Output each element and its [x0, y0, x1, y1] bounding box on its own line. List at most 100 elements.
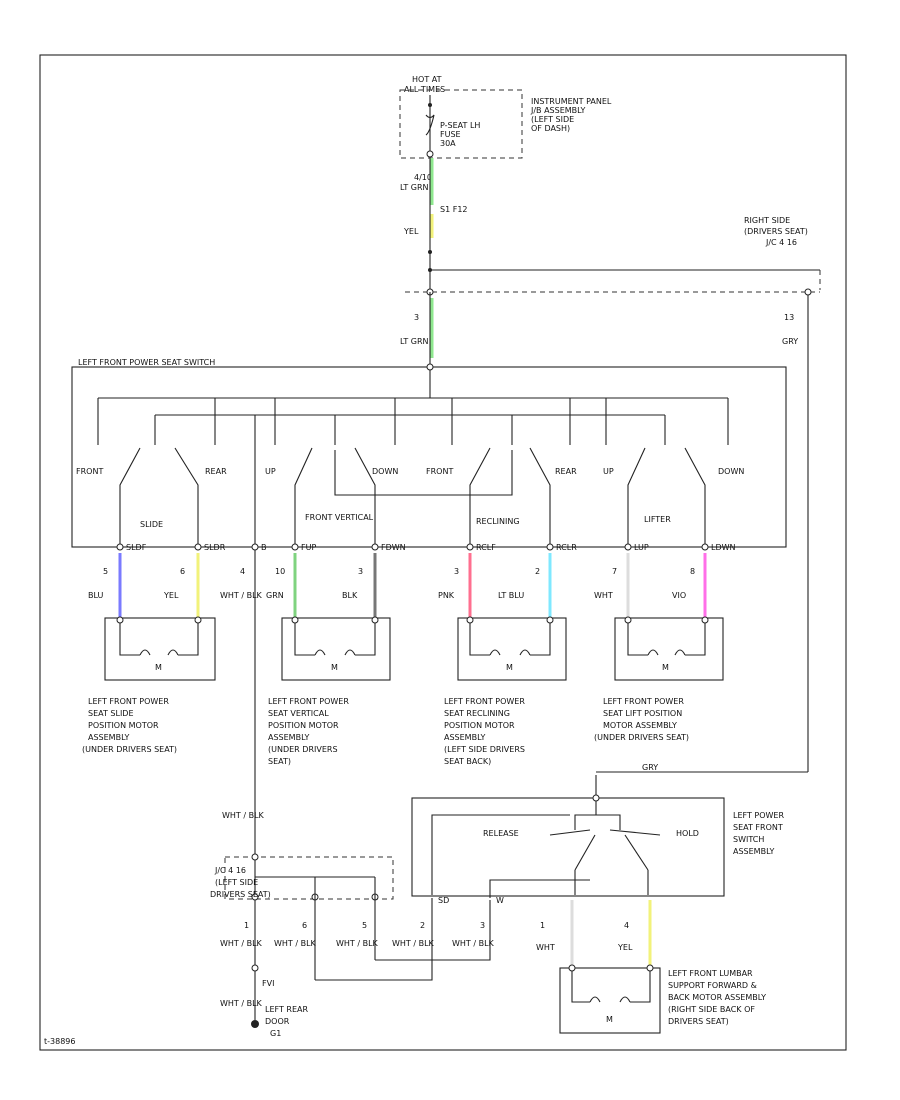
lumbar-label-line: DRIVERS SEAT)	[668, 1017, 729, 1026]
switch-label-rear-2: REAR	[555, 467, 577, 476]
motor-box	[104, 617, 216, 681]
lower-wire: WHT	[536, 943, 555, 952]
motor-m: M	[606, 1015, 613, 1024]
motor-leads	[571, 971, 651, 1003]
lumbar-motor-box	[559, 967, 661, 1034]
jc-terminal	[251, 893, 259, 901]
group-label-reclining: RECLINING	[476, 517, 520, 526]
terminal-label: LUP	[634, 543, 649, 552]
motor-label-line: POSITION MOTOR	[268, 721, 339, 730]
output-lifter-up: LUP 7 WHT	[594, 543, 649, 618]
switch-box	[71, 366, 787, 548]
ground-label-1: LEFT REAR	[265, 1005, 308, 1014]
motor-leads	[469, 623, 551, 656]
wire-label: PNK	[438, 591, 455, 600]
jc-label-1: J/C 4 16	[214, 866, 246, 875]
lumbar-switch-label-2: SEAT FRONT	[733, 823, 783, 832]
ground-label-3: G1	[270, 1029, 281, 1038]
terminal-label: RCLF	[476, 543, 496, 552]
motor-brushes	[314, 649, 356, 656]
motor-label-line: SEAT RECLINING	[444, 709, 510, 718]
lumbar-label-line: SUPPORT FORWARD &	[668, 981, 757, 990]
rightside-label-2: (DRIVERS SEAT)	[744, 227, 808, 236]
lumbar-arms	[574, 834, 649, 895]
group-label-lifter: LIFTER	[644, 515, 671, 524]
lumbar-switch-label-4: ASSEMBLY	[733, 847, 774, 856]
jc-terminal	[251, 853, 259, 861]
motor-terminal	[291, 616, 299, 624]
wht-blk-ground-label: WHT / BLK	[220, 999, 263, 1008]
ip-label-2: J/B ASSEMBLY	[530, 106, 586, 115]
lower-wire: WHT / BLK	[220, 939, 263, 948]
motor-label-line: ASSEMBLY	[268, 733, 309, 742]
terminal	[291, 543, 299, 551]
terminal-w: W	[496, 896, 504, 905]
vertical-switch-arms	[294, 447, 376, 545]
pin-number: 4	[240, 567, 245, 576]
hold-label: HOLD	[676, 829, 699, 838]
motor-m: M	[155, 663, 162, 672]
motor-label-line: POSITION MOTOR	[88, 721, 159, 730]
rightside-label-3: J/C 4 16	[765, 238, 797, 247]
lower-pin: 1	[540, 921, 545, 930]
ground-label-2: DOOR	[265, 1017, 290, 1026]
lumbar-switch-box	[411, 797, 725, 897]
switch-input-terminal	[426, 363, 434, 371]
output-reclining-front: RCLF 3 PNK	[438, 543, 496, 618]
switch-label-front: FRONT	[76, 467, 103, 476]
motor-box	[614, 617, 724, 681]
lumbar-switch-label-1: LEFT POWER	[733, 811, 784, 820]
lower-wire: YEL	[617, 943, 633, 952]
motor-label-line: (LEFT SIDE DRIVERS	[444, 745, 525, 754]
output-vertical-down: FDWN 3 BLK	[342, 543, 406, 618]
lumbar-switch: RELEASE HOLD LEFT POWER SEAT FRONT SWITC…	[411, 775, 784, 905]
motor-terminal	[194, 616, 202, 624]
terminal-label: SLDF	[126, 543, 147, 552]
motor-label-line: (UNDER DRIVERS SEAT)	[82, 745, 177, 754]
motor-label-line: POSITION MOTOR	[444, 721, 515, 730]
motor-label-line: LEFT FRONT POWER	[603, 697, 684, 706]
slide-switch-arms	[119, 447, 199, 545]
motor-label-line: SEAT VERTICAL	[268, 709, 329, 718]
node	[428, 250, 432, 254]
lumbar-switch-common	[574, 801, 621, 830]
lumbar-contacts	[549, 829, 661, 836]
output-lifter-down: LDWN 8 VIO	[672, 543, 736, 618]
terminal	[116, 543, 124, 551]
fuse-node	[428, 103, 432, 107]
lumbar-input-terminal	[592, 794, 600, 802]
wire-yel-top-label: YEL	[403, 227, 419, 236]
group-label-front-vertical: FRONT VERTICAL	[305, 513, 374, 522]
lower-pin: 3	[480, 921, 485, 930]
terminal	[194, 543, 202, 551]
ip-label-4: OF DASH)	[531, 124, 570, 133]
lower-pin: 5	[362, 921, 367, 930]
motor-brushes	[139, 649, 179, 656]
pin-number: 2	[535, 567, 540, 576]
output-ground: B 4 WHT / BLK	[220, 543, 267, 600]
motor-label-line: LEFT FRONT POWER	[444, 697, 525, 706]
motor-reclining: M LEFT FRONT POWER SEAT RECLINING POSITI…	[444, 616, 567, 766]
switch-title: LEFT FRONT POWER SEAT SWITCH	[78, 358, 215, 367]
motor-m: M	[662, 663, 669, 672]
figure-id: t-38896	[44, 1037, 75, 1046]
fuse-label-2: FUSE	[440, 130, 461, 139]
wire-gry-bottom-label: GRY	[642, 763, 658, 772]
motor-label-line: LEFT FRONT POWER	[268, 697, 349, 706]
pin-number: 5	[103, 567, 108, 576]
wire-label: WHT / BLK	[220, 591, 263, 600]
motor-terminal	[116, 616, 124, 624]
group-label-slide: SLIDE	[140, 520, 163, 529]
terminal-label: FUP	[301, 543, 316, 552]
switch-label-front-2: FRONT	[426, 467, 453, 476]
motor-label-line: SEAT)	[268, 757, 291, 766]
motor-brushes	[489, 649, 531, 656]
pin-number: 6	[180, 567, 185, 576]
motor-label-line: (UNDER DRIVERS SEAT)	[594, 733, 689, 742]
fvi-label: FVI	[262, 979, 274, 988]
fuse-label-1: P-SEAT LH	[440, 121, 480, 130]
motor-label-line: SEAT LIFT POSITION	[603, 709, 682, 718]
wire-lt-grn-top-label: LT GRN	[400, 183, 429, 192]
hot-at-label-2: ALL TIMES	[404, 85, 445, 94]
